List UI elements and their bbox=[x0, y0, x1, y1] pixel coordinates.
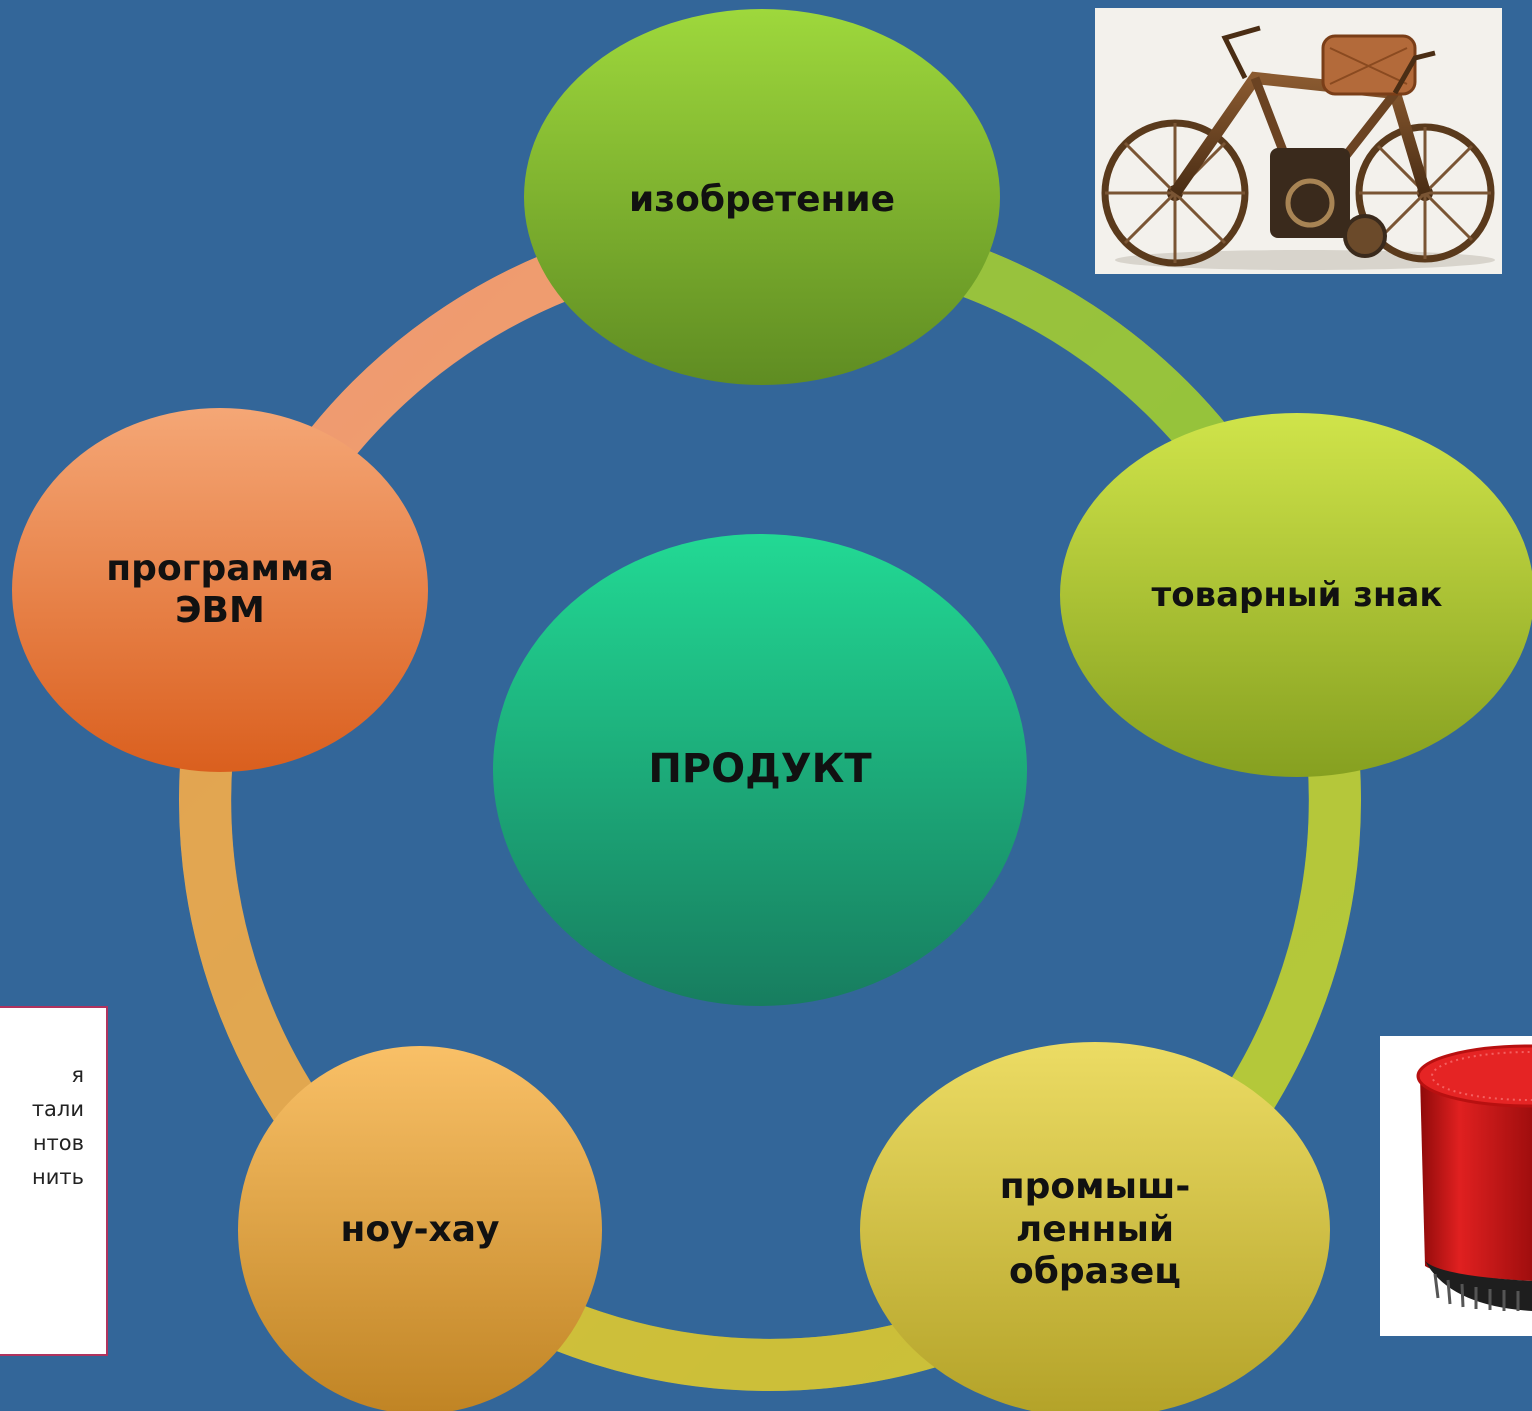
motorcycle-illustration bbox=[1095, 8, 1502, 274]
side-note-line: нтов bbox=[32, 1131, 84, 1156]
node-invention bbox=[524, 9, 1000, 385]
side-note-text: я тали нтов нить bbox=[32, 1058, 84, 1194]
node-software bbox=[12, 408, 428, 772]
speaker-photo bbox=[1380, 1036, 1532, 1336]
center-node-product bbox=[493, 534, 1027, 1006]
side-note-box: я тали нтов нить bbox=[0, 1006, 108, 1356]
node-know-how bbox=[238, 1046, 602, 1411]
node-industrial-design bbox=[860, 1042, 1330, 1411]
side-note-line: я bbox=[71, 1063, 84, 1087]
speaker-illustration bbox=[1380, 1036, 1532, 1336]
motorcycle-photo bbox=[1095, 8, 1502, 274]
node-trademark bbox=[1060, 413, 1532, 777]
side-note-line: тали bbox=[31, 1097, 84, 1122]
side-note-line: нить bbox=[32, 1165, 84, 1190]
